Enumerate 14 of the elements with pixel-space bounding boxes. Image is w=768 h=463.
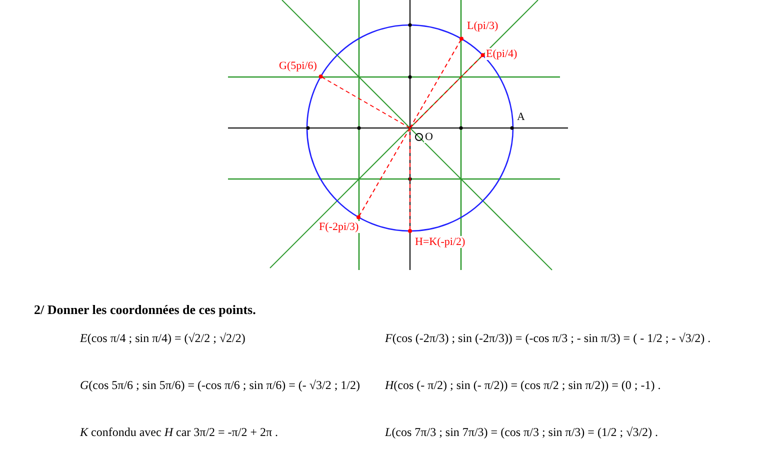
- point-label: A: [516, 111, 526, 123]
- formula: G(cos 5π/6 ; sin 5π/6) = (-cos π/6 ; sin π/6) = (- √3/2 ; 1/2): [80, 378, 360, 393]
- origin-label: O: [424, 131, 434, 143]
- point-label: G(5pi/6): [278, 60, 318, 72]
- formula: F(cos (-2π/3) ; sin (-2π/3)) = (-cos π/3 ; - sin π/3) = ( - 1/2 ; - √3/2) .: [385, 331, 711, 346]
- exercise-heading: 2/ Donner les coordonnées de ces points.: [34, 302, 256, 318]
- point-label: F(-2pi/3): [318, 221, 360, 233]
- formula: H(cos (- π/2) ; sin (- π/2)) = (cos π/2 ; sin π/2)) = (0 ; -1) .: [385, 378, 661, 393]
- point-label: E(pi/4): [485, 48, 518, 60]
- formula: E(cos π/4 ; sin π/4) = (√2/2 ; √2/2): [80, 331, 246, 346]
- point-label: L(pi/3): [466, 20, 500, 32]
- point-label: H=K(-pi/2): [414, 236, 466, 248]
- formula: K confondu avec H car 3π/2 = -π/2 + 2π .: [80, 425, 278, 440]
- formula: L(cos 7π/3 ; sin 7π/3) = (cos π/3 ; sin π/3) = (1/2 ; √3/2) .: [385, 425, 658, 440]
